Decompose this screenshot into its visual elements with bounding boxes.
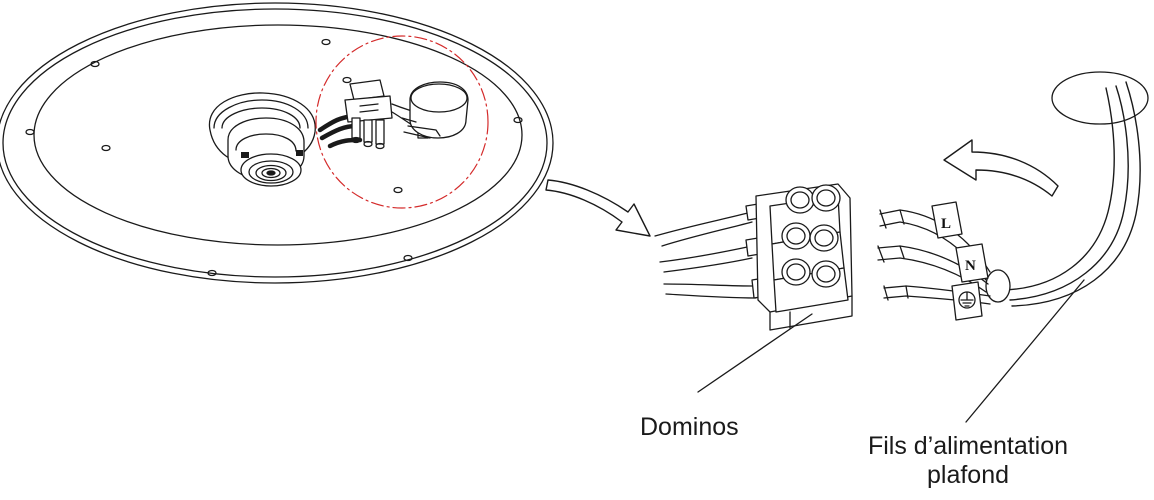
highlight-circle xyxy=(315,35,489,209)
mounting-hole-icon xyxy=(25,38,523,277)
driver-module xyxy=(401,81,469,139)
power-wires-label-line2: plafond xyxy=(926,461,1010,489)
power-wires-label-line1: Fils d’alimentation xyxy=(867,432,1069,460)
domino-terminal-block xyxy=(654,183,853,331)
curved-arrow-left-icon xyxy=(943,139,1059,197)
leader-line-power-wires xyxy=(965,279,1085,423)
lamp-base-plate xyxy=(0,2,554,284)
power-wires-label: Fils d’alimentation plafond xyxy=(826,432,1110,490)
dominos-label: Dominos xyxy=(640,413,739,441)
ground-symbol-icon xyxy=(951,281,983,321)
neutral-tag-label: N xyxy=(965,258,976,274)
leader-line-dominos xyxy=(697,313,813,393)
lamp-socket xyxy=(208,92,316,187)
live-wire-tag: L xyxy=(931,201,963,239)
curved-arrow-icon xyxy=(545,179,651,237)
screw-icon xyxy=(781,184,841,288)
ceiling-wires: L N xyxy=(877,71,1149,321)
neutral-wire-tag: N xyxy=(955,243,989,283)
live-tag-label: L xyxy=(941,216,951,232)
internal-terminal-block xyxy=(317,79,431,150)
